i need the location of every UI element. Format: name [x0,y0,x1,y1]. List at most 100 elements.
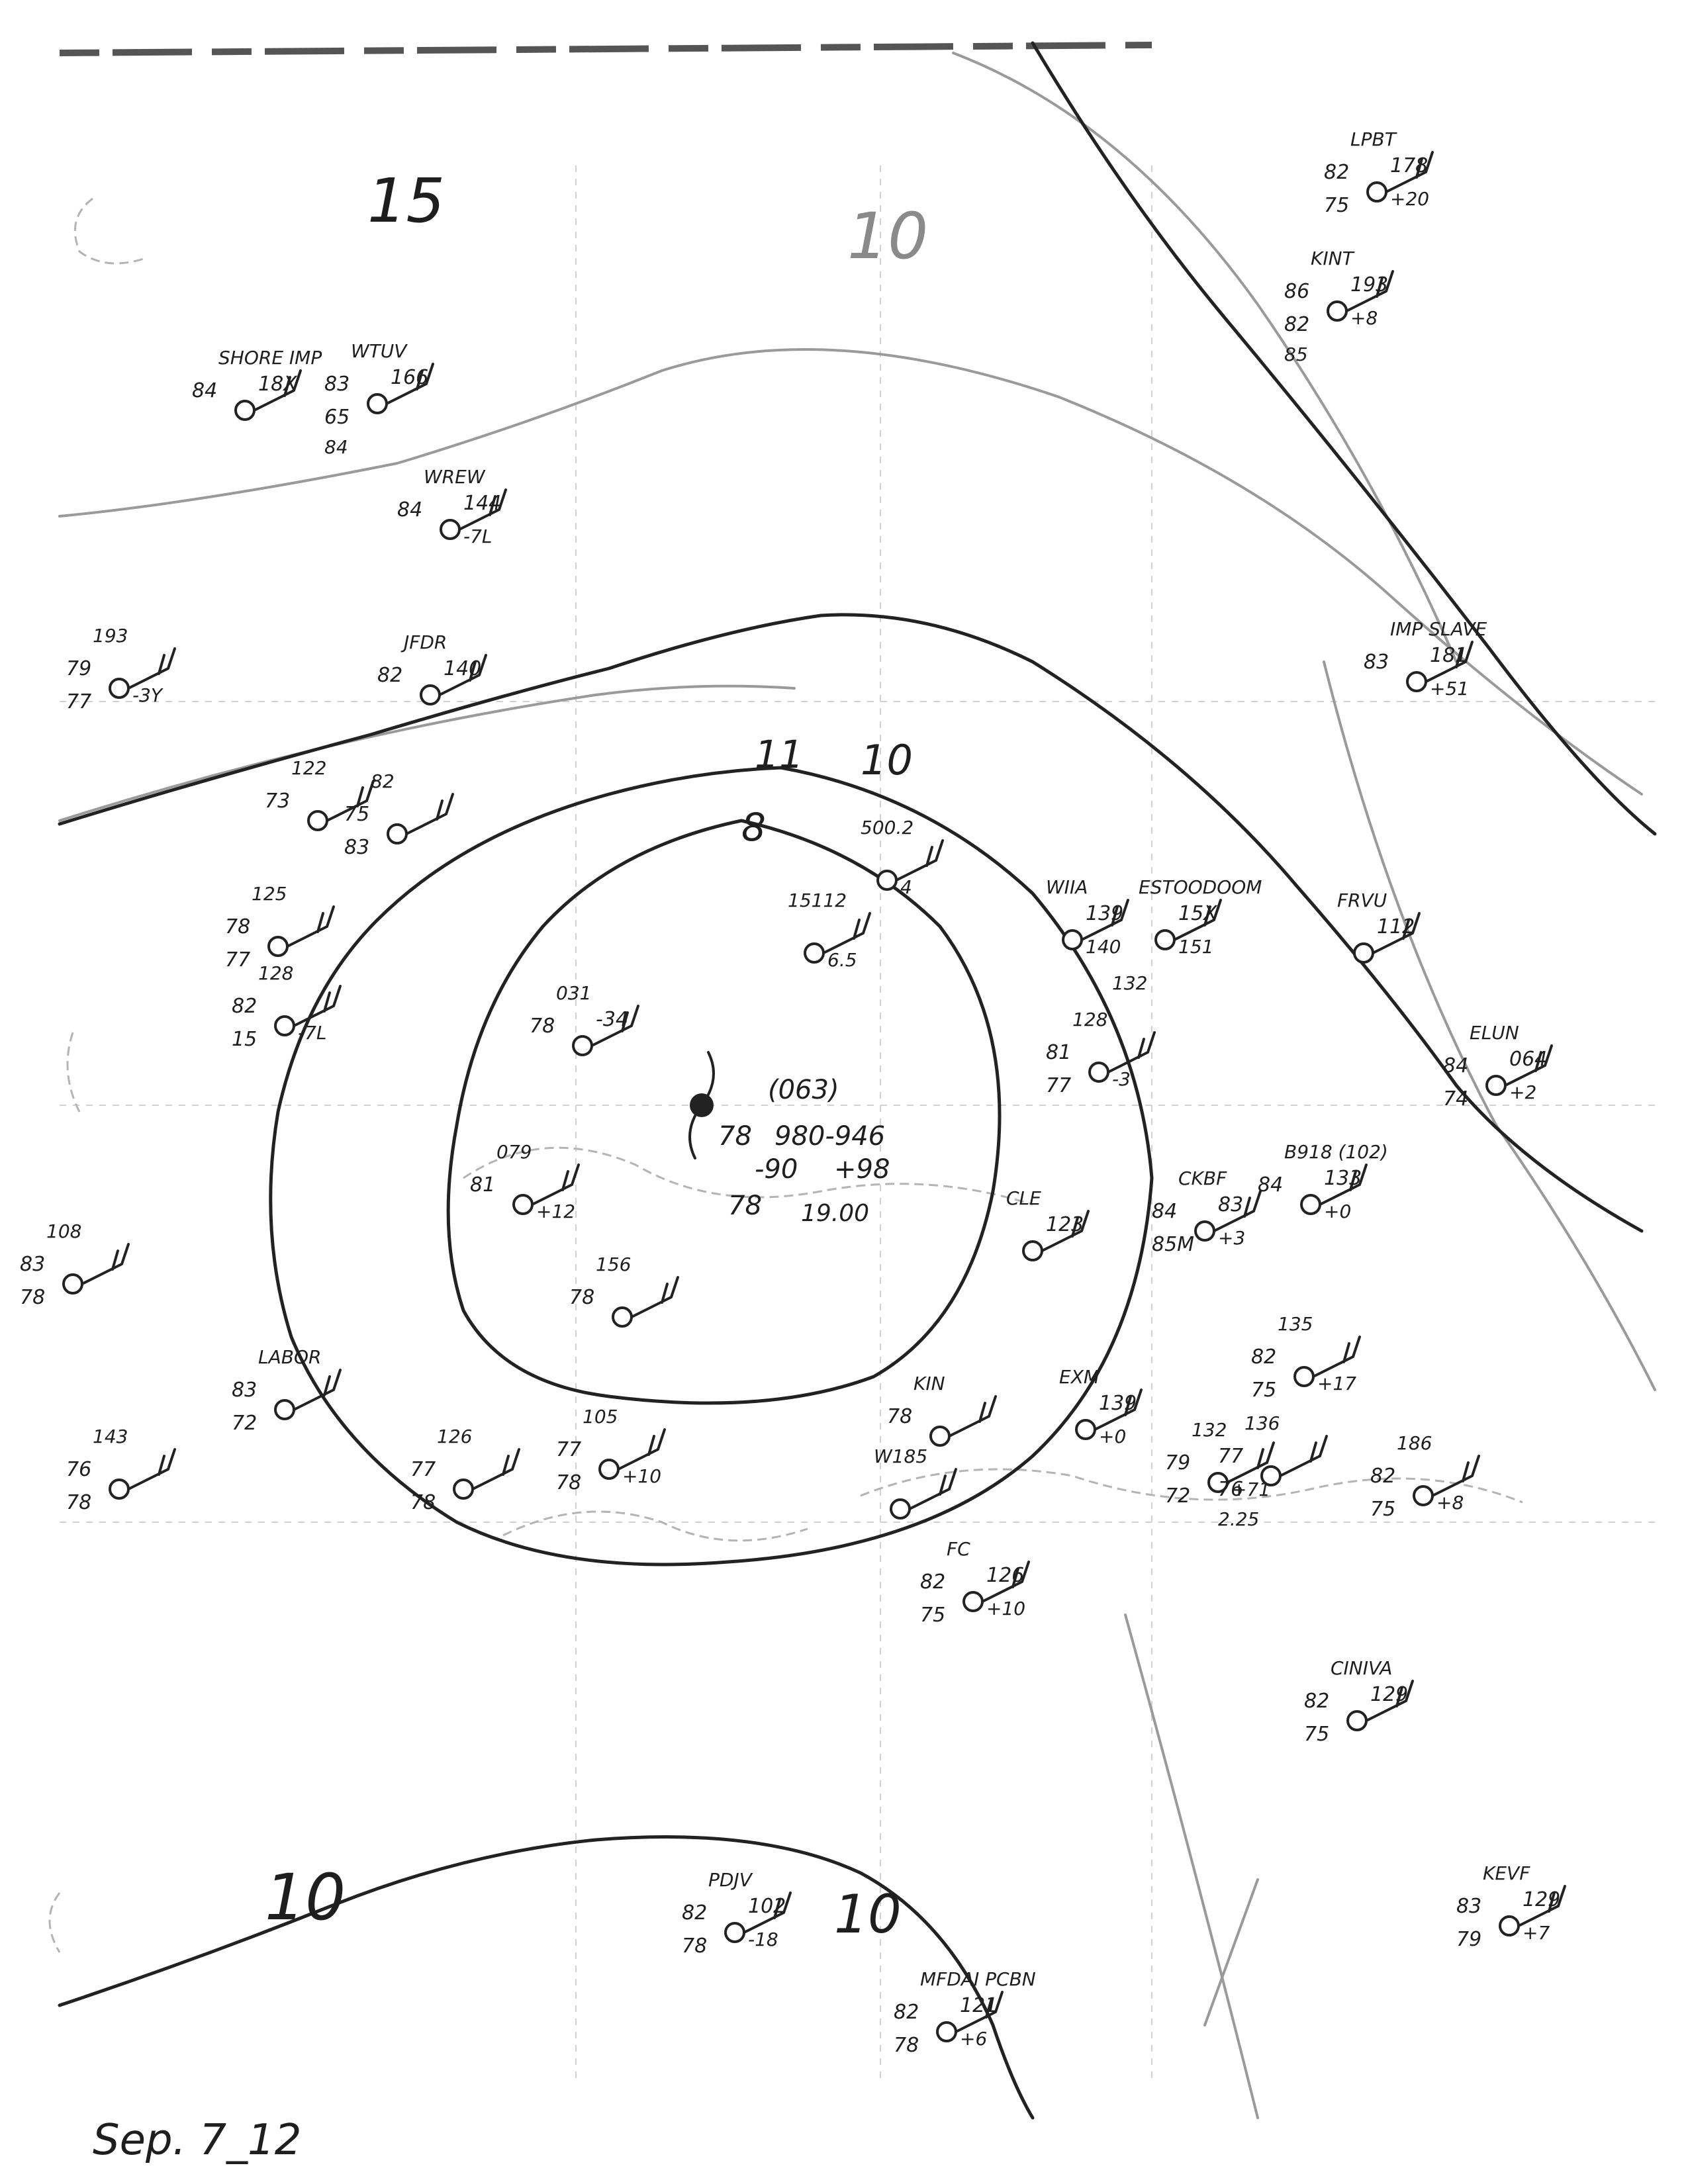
station-dew: 85M [1152,1233,1194,1256]
station-dew: 74 [1443,1087,1468,1111]
station-id: 079 [496,1141,532,1163]
station-temp: 79 [66,657,91,680]
station-temp: 82 [682,1901,707,1925]
station-id: 128 [258,962,293,984]
station-temp: 83 [20,1253,45,1276]
station-tendency: +7 [1523,1922,1550,1944]
paper-top-edge [59,42,1152,56]
station-circle [1413,1485,1434,1506]
wind-barb [438,654,487,696]
station-temp: 83 [232,1379,257,1402]
station-s500: 500.24 [861,817,944,898]
center-pressure: 980-946 [774,1121,885,1152]
station-tendency: +0 [1324,1201,1351,1222]
wind-barb [81,1243,130,1285]
station-tendency: +0 [1099,1426,1126,1447]
station-temp: 81 [1046,1041,1071,1064]
center-time: 19.00 [801,1200,869,1227]
station-tendency: +10 [622,1465,661,1487]
isobar-label-10-top: 10 [847,199,928,273]
wind-barb [948,1395,997,1437]
station-tendency: +12 [536,1201,575,1222]
station-id: 135 [1278,1313,1313,1335]
station-circle [572,1035,593,1056]
wind-barb [385,363,434,405]
station-tendency: +2 [1509,1081,1536,1103]
station-circle [420,684,441,705]
station-id: 500.2 [861,817,914,839]
station-temp: 83 [1456,1895,1481,1918]
station-circle [367,393,388,414]
station-temp: 82 [1370,1465,1395,1488]
isobar-labels: 15 10 11 10 8 10 10 [265,165,928,1945]
station-circle [440,519,461,540]
station-circle [876,870,898,891]
station-pressure: 18X [258,373,298,396]
station-id: ESTOODOOM [1139,876,1262,898]
station-circle [1499,1915,1520,1936]
station-id: FC [947,1538,970,1560]
station-id: LPBT [1350,128,1397,150]
wind-barb [326,780,375,822]
station-circle [267,936,289,957]
station-temp: 81 [470,1173,495,1197]
station-pressure: 112 [1377,915,1415,938]
station-id: ELUN [1470,1022,1519,1044]
station-tendency: +3 [1218,1227,1245,1249]
station-pressure: 166 [391,366,428,389]
station-circle [274,1399,295,1420]
center-label: (063) [768,1075,839,1105]
station-w185: W185 [874,1445,957,1520]
station-circle [1485,1075,1507,1096]
station-dew: 78 [682,1934,707,1958]
station-id: 156 [596,1253,631,1275]
station-id: 193 [93,625,128,647]
station-dew: 65 [324,406,350,429]
station-temp: 82 [920,1570,945,1594]
station-pressure: 193 [1350,273,1388,296]
station-id: KEVF [1483,1862,1530,1884]
station-pressure: 15X [1178,902,1218,925]
station-id: KIN [914,1373,945,1394]
station-temp: 82 [894,2001,919,2024]
station-id: LABOR [258,1346,321,1368]
station-id: 126 [437,1426,472,1447]
center-temp-lower: 78 [728,1191,762,1221]
station-tendency: 6.5 [827,949,857,971]
station-dew: 79 [1456,1928,1481,1951]
wind-barb [895,839,944,882]
station-extra: 85 [1284,343,1308,365]
station-id: WREW [424,466,486,488]
wind-barb [1226,1441,1275,1484]
station-id: SHORE IMP [218,347,322,369]
station-pressure: 133 [1324,1167,1362,1190]
wind-barb [743,1891,792,1934]
isobar-label-15: 15 [367,165,445,236]
wind-barb [908,1468,957,1510]
wind-barb [617,1428,666,1471]
station-id: 128 [1072,1009,1107,1030]
station-tendency: +8 [1350,307,1378,329]
station-circle [62,1273,83,1295]
isobar-label-11: 11 [755,732,804,777]
isobar-label-10-bottom-left: 10 [265,1860,346,1934]
station-pressure: 064 [1509,1048,1547,1071]
station-dew: 75 [1324,194,1349,217]
station-circle [612,1306,633,1328]
wind-barb [981,1561,1030,1603]
station-id: 122 [291,757,326,779]
station-circle [453,1479,474,1500]
isobar-10-inner [269,766,1154,1567]
wind-barb [1312,1336,1361,1378]
station-id: PDJV [708,1869,753,1891]
